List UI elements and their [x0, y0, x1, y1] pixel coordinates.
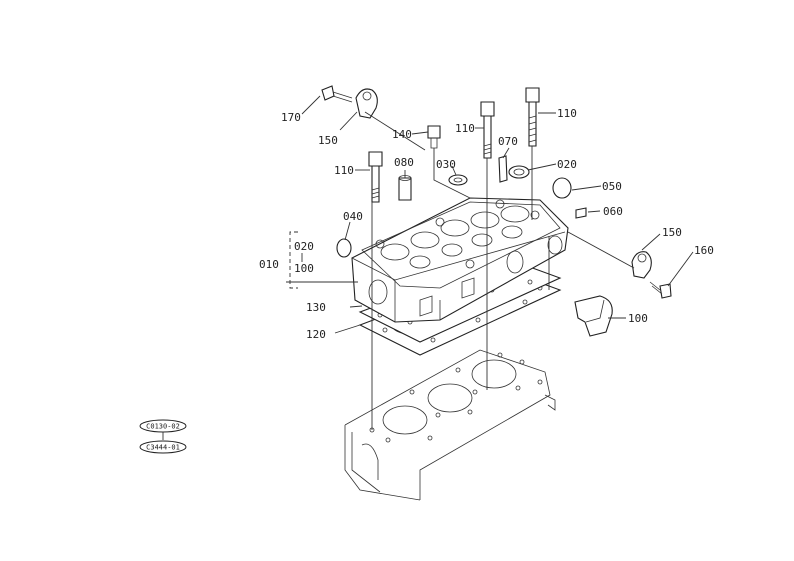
label-110-left: 110	[334, 164, 354, 177]
label-170: 170	[281, 111, 301, 124]
bolt-170	[321, 85, 353, 103]
crankcase-block	[344, 349, 556, 501]
reference-tag-1: C0130-02	[139, 419, 187, 433]
label-110-right: 110	[557, 107, 577, 120]
assembly-bracket-010	[289, 231, 303, 289]
label-050: 050	[602, 180, 622, 193]
label-110-middle: 110	[455, 122, 475, 135]
head-bolt-110-right	[525, 87, 540, 147]
label-160: 160	[694, 244, 714, 257]
plug-050	[552, 177, 572, 199]
label-020: 020	[557, 158, 577, 171]
label-070: 070	[498, 135, 518, 148]
label-010: 010	[259, 258, 279, 271]
label-120: 120	[306, 328, 326, 341]
label-020-group: 020	[294, 240, 314, 253]
reference-tag-1-text: C0130-02	[146, 423, 180, 431]
seal-020	[508, 165, 530, 179]
label-080: 080	[394, 156, 414, 169]
reference-tag-2: C3444-01	[139, 440, 187, 454]
label-150-right: 150	[662, 226, 682, 239]
label-100-group: 100	[294, 262, 314, 275]
reference-tag-2-text: C3444-01	[146, 444, 180, 452]
plug-060	[575, 207, 587, 219]
block-bolt-holes	[369, 352, 543, 443]
pin-070	[498, 155, 508, 183]
label-130: 130	[306, 301, 326, 314]
seal-030	[448, 174, 468, 186]
plug-040	[336, 238, 352, 258]
label-100: 100	[628, 312, 648, 325]
label-030: 030	[436, 158, 456, 171]
hanger-150-right	[631, 251, 652, 279]
cover-100	[574, 295, 613, 337]
label-140: 140	[392, 128, 412, 141]
head-bolt-110-left	[368, 151, 383, 203]
sleeve-080	[398, 175, 412, 201]
leader-lines	[286, 95, 694, 430]
bolt-160	[649, 281, 672, 299]
head-bolt-110-middle	[480, 101, 495, 159]
sensor-140	[427, 125, 441, 149]
label-040: 040	[343, 210, 363, 223]
hanger-150-top	[355, 88, 378, 119]
label-060: 060	[603, 205, 623, 218]
label-150-top: 150	[318, 134, 338, 147]
cylinder-head-010	[351, 197, 569, 323]
